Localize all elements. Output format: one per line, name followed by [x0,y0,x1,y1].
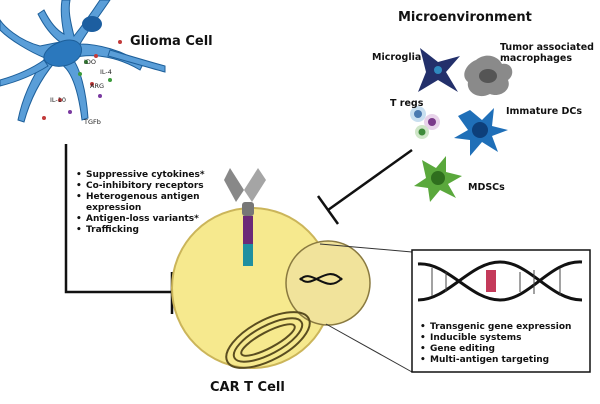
list-item: Co-inhibitory receptors [76,181,226,192]
cytokine-label: IDO [84,58,97,66]
microglia-cell [418,48,460,92]
list-item: Gene editing [420,344,590,355]
car-strategy-list: Transgenic gene expression Inducible sys… [420,322,590,366]
tam-label: Tumor associated macrophages [500,42,594,64]
mdsc-label: MDSCs [468,182,505,193]
cytokine-label: TGFb [84,118,101,126]
glioma-cell-illustration [0,0,166,123]
mdsc-cell [414,156,462,202]
glioma-title: Glioma Cell [130,34,213,49]
idc-label: Immature DCs [506,106,582,117]
cytokine-label: ARG [90,82,104,90]
list-item: Antigen-loss variants* [76,214,226,225]
list-item: Trafficking [76,225,226,236]
car-t-title: CAR T Cell [210,380,285,395]
list-item: Suppressive cytokines* [76,170,226,181]
list-item: Inducible systems [420,333,590,344]
glioma-factor-list: Suppressive cytokines* Co-inhibitory rec… [76,170,226,236]
car-t-cell-illustration [171,207,371,369]
microenvironment-title: Microenvironment [398,10,532,25]
microglia-label: Microglia [372,52,422,63]
cytokine-label: IL-10 [50,96,67,104]
tregs-cells [410,106,440,139]
list-item: Transgenic gene expression [420,322,590,333]
list-item: Multi-antigen targeting [420,355,590,366]
cytokine-label: IL-4 [100,68,112,76]
tregs-label: T regs [390,98,424,109]
car-receptor [224,168,266,266]
macrophage-cell [464,55,513,97]
list-item: Heterogenous antigen expression [76,192,226,214]
dc-cell [454,108,508,156]
glioma-dots [42,40,122,120]
